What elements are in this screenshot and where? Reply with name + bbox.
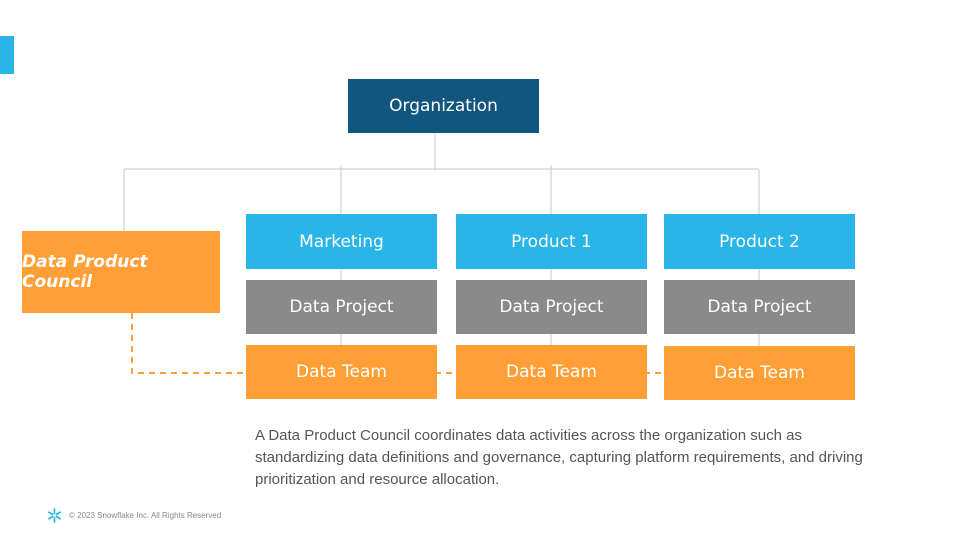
description-text: A Data Product Council coordinates data … (255, 427, 863, 488)
marketing-data-project-box: Data Project (246, 280, 437, 334)
data-product-council-box: Data Product Council (22, 231, 220, 313)
marketing-data-team-box: Data Team (246, 345, 437, 399)
council-dashed-link (131, 313, 664, 374)
product-2-label: Product 2 (719, 231, 800, 252)
footer: © 2023 Snowflake Inc. All Rights Reserve… (47, 508, 221, 523)
snowflake-icon (48, 508, 61, 523)
product-1-data-project-box: Data Project (456, 280, 647, 334)
marketing-box: Marketing (246, 214, 437, 269)
product-2-box: Product 2 (664, 214, 855, 269)
marketing-label: Marketing (299, 231, 384, 252)
data-team-label: Data Team (506, 362, 597, 382)
product-2-data-team-box: Data Team (664, 346, 855, 400)
data-team-label: Data Team (714, 363, 805, 383)
data-project-label: Data Project (499, 297, 604, 317)
product-2-data-project-box: Data Project (664, 280, 855, 334)
data-project-label: Data Project (289, 297, 394, 317)
product-1-box: Product 1 (456, 214, 647, 269)
product-1-label: Product 1 (511, 231, 592, 252)
accent-tab (0, 36, 14, 74)
council-label: Data Product Council (22, 252, 148, 292)
product-1-data-team-box: Data Team (456, 345, 647, 399)
organization-box: Organization (348, 79, 539, 133)
copyright-text: © 2023 Snowflake Inc. All Rights Reserve… (69, 511, 222, 520)
data-team-label: Data Team (296, 362, 387, 382)
organization-label: Organization (389, 96, 498, 116)
data-project-label: Data Project (707, 297, 812, 317)
